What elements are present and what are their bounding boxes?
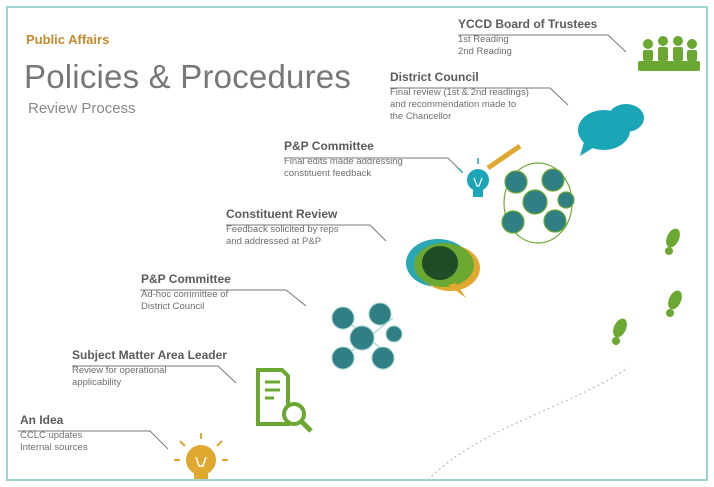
connector-line [390, 87, 569, 106]
step-pp-committee-final: P&P Committee Final edits made addressin… [284, 139, 403, 180]
step-title: Constituent Review [226, 207, 338, 221]
board-meeting-icon [638, 36, 700, 71]
page-title: Policies & Procedures [24, 58, 352, 95]
committee-circles-icon [331, 302, 403, 370]
page-subtitle: Review Process [28, 100, 136, 117]
step-constituent-review: Constituent Review Feedback solicited by… [226, 207, 338, 248]
step-description: Ad-hoc committee of District Council [141, 289, 231, 313]
step-description: 1st Reading 2nd Reading [458, 34, 597, 58]
speech-bubbles-icon [406, 239, 480, 298]
step-pp-committee-adhoc: P&P Committee Ad-hoc committee of Distri… [141, 272, 231, 313]
connector-line [226, 224, 387, 242]
step-description: Feedback solicited by reps and addressed… [226, 224, 338, 248]
step-line: applicability [72, 377, 122, 388]
committee-circles-icon [501, 162, 575, 244]
step-line: Internal sources [20, 442, 88, 453]
step-line: constituent feedback [284, 168, 372, 179]
dotted-path [428, 367, 629, 479]
step-line: 1st Reading [458, 34, 509, 45]
step-title: District Council [390, 70, 479, 84]
diagram-graphics [18, 34, 700, 479]
step-line: Final edits made addressing [284, 156, 403, 167]
step-board-of-trustees: YCCD Board of Trustees 1st Reading 2nd R… [458, 17, 597, 58]
connector-line [72, 365, 237, 384]
step-description: Final review (1st & 2nd readings) and re… [390, 87, 529, 123]
step-title: YCCD Board of Trustees [458, 17, 598, 31]
step-title: Subject Matter Area Leader [72, 348, 227, 362]
step-line: the Chancellor [390, 111, 452, 122]
step-description: CCLC updates Internal sources [20, 430, 88, 454]
chat-bubbles-icon [578, 104, 644, 156]
connector-line [18, 430, 169, 450]
step-line: Final review (1st & 2nd readings) [390, 87, 529, 98]
step-district-council: District Council Final review (1st & 2nd… [390, 70, 529, 123]
step-title: An Idea [20, 413, 64, 427]
brand-label: Public Affairs [26, 32, 110, 47]
step-description: Final edits made addressing constituent … [284, 156, 403, 180]
footprints-icon [612, 228, 682, 345]
step-line: Ad-hoc committee of [141, 289, 229, 300]
lightbulb-pencil-icon [457, 143, 522, 197]
connector-line [458, 34, 627, 53]
document-search-icon [256, 368, 313, 433]
step-line: and addressed at P&P [226, 236, 322, 247]
step-line: CCLC updates [20, 430, 83, 441]
lightbulb-icon [174, 433, 228, 479]
infographic-frame: Public Affairs Policies & Procedures Rev… [6, 6, 708, 481]
step-line: and recommendation made to [390, 99, 517, 110]
step-subject-matter-area-leader: Subject Matter Area Leader Review for op… [72, 348, 227, 389]
step-title: P&P Committee [284, 139, 374, 153]
connector-line [140, 289, 307, 307]
step-an-idea: An Idea CCLC updates Internal sources [20, 413, 88, 454]
step-line: Review for operational [72, 365, 167, 376]
step-description: Review for operational applicability [72, 365, 227, 389]
step-line: 2nd Reading [458, 46, 512, 57]
step-line: District Council [141, 301, 205, 312]
step-line: Feedback solicited by reps [226, 224, 339, 235]
step-title: P&P Committee [141, 272, 231, 286]
